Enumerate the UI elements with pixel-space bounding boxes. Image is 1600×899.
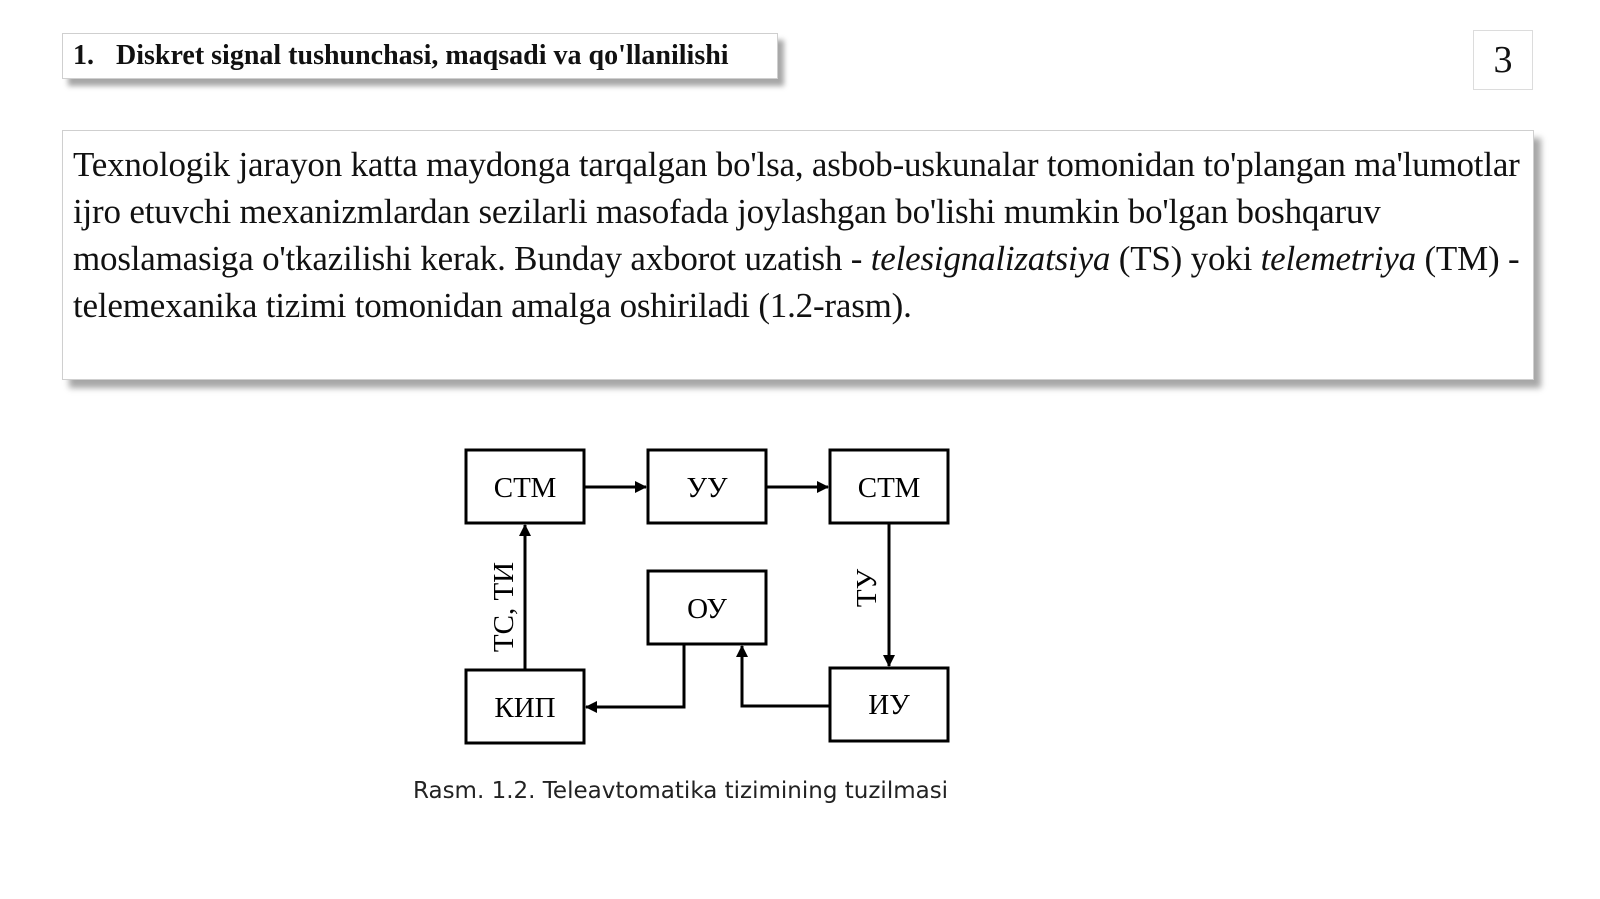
arrow-iu-to-ou <box>736 645 830 708</box>
block-kip-label: КИП <box>494 692 555 724</box>
page-number: 3 <box>1473 30 1533 90</box>
label-tu: ТУ <box>851 568 883 607</box>
body-text: Texnologik jarayon katta maydonga tarqal… <box>62 130 1534 380</box>
body-part-2: (TS) yoki <box>1110 239 1261 278</box>
block-stm-right-label: СТМ <box>858 472 920 504</box>
title-text: Diskret signal tushunchasi, maqsadi va q… <box>116 40 729 71</box>
block-uu <box>646 448 768 525</box>
block-uu-label: УУ <box>686 472 728 504</box>
figure-caption: Rasm. 1.2. Teleavtomatika tizimining tuz… <box>413 778 949 804</box>
block-iu-label: ИУ <box>868 689 910 721</box>
title-number: 1. <box>73 40 94 71</box>
body-part-3: (TM) - telemexanika tizimi tomonidan ama… <box>73 239 1520 325</box>
term-telemetriya: telemetriya <box>1260 239 1416 278</box>
label-ts-ti: ТС, ТИ <box>488 562 520 652</box>
term-telesignalizatsiya: telesignalizatsiya <box>870 239 1111 278</box>
block-ou-label: ОУ <box>687 593 727 625</box>
slide-title: 1. Diskret signal tushunchasi, maqsadi v… <box>62 33 778 79</box>
arrow-ou-to-kip <box>585 644 686 713</box>
body-part-1: Texnologik jarayon katta maydonga tarqal… <box>73 145 1520 278</box>
block-ou <box>646 569 768 646</box>
block-kip <box>464 668 586 745</box>
block-stm-left-label: СТМ <box>494 472 556 504</box>
